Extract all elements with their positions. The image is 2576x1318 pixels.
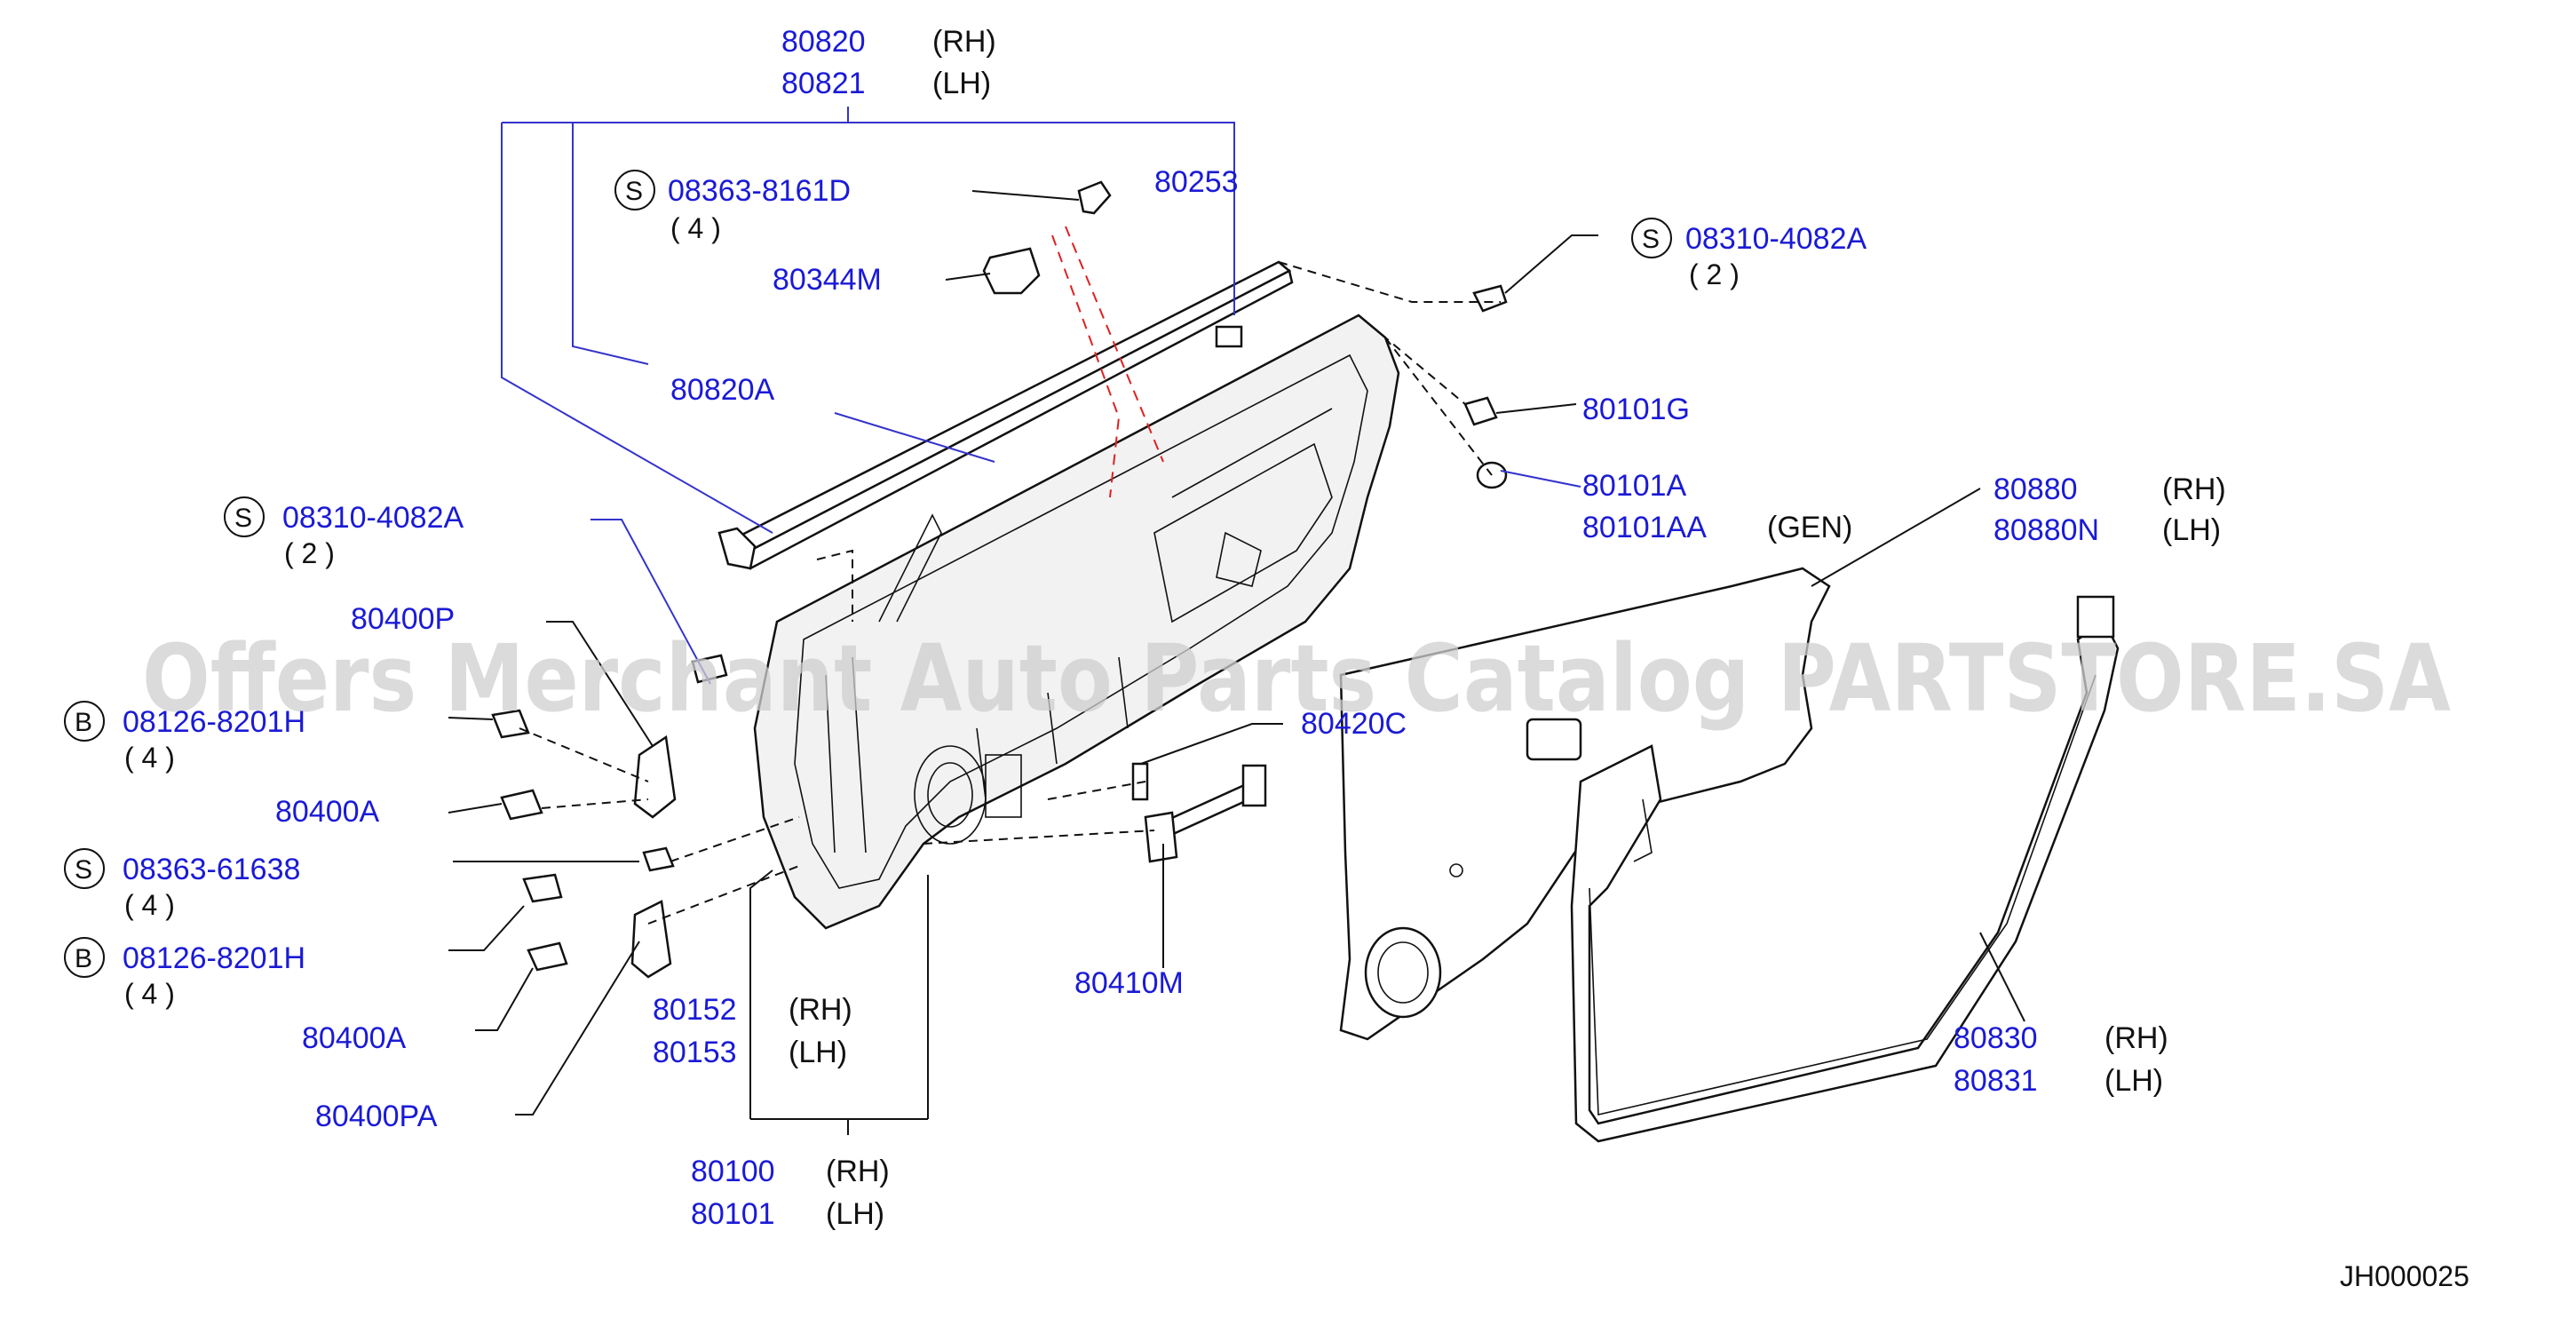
badge-circle <box>64 937 105 978</box>
side-80880n: (LH) <box>2162 513 2221 547</box>
watermark-text: Offers Merchant Auto Parts Catalog PARTS… <box>142 624 2451 733</box>
part-number-80830[interactable]: 80830 <box>1954 1021 2038 1055</box>
part-number-80880[interactable]: 80880 <box>1993 472 2078 506</box>
part-number-80101g[interactable]: 80101G <box>1582 393 1690 426</box>
part-number-80153[interactable]: 80153 <box>653 1036 737 1069</box>
side-80831: (LH) <box>2104 1064 2163 1098</box>
quantity-label: ( 4 ) <box>124 978 175 1010</box>
part-number-80101[interactable]: 80101 <box>691 1197 775 1231</box>
part-number-80400p[interactable]: 80400P <box>351 602 455 636</box>
quantity-label: ( 4 ) <box>124 742 175 774</box>
fastener-drawings <box>491 180 1508 979</box>
side-80153: (LH) <box>789 1036 847 1069</box>
part-number-80400a-lower[interactable]: 80400A <box>302 1021 407 1055</box>
side-80821: (LH) <box>932 67 991 100</box>
badge-circle <box>64 701 105 742</box>
part-number-08126-8201h-lower[interactable]: 08126-8201H <box>123 941 305 975</box>
part-number-80101aa[interactable]: 80101AA <box>1582 511 1707 544</box>
part-number-80101a[interactable]: 80101A <box>1582 469 1687 503</box>
quantity-label: ( 4 ) <box>670 212 721 244</box>
part-number-80831[interactable]: 80831 <box>1954 1064 2038 1098</box>
side-80101: (LH) <box>826 1197 884 1231</box>
part-number-08363-8161d[interactable]: 08363-8161D <box>668 174 851 208</box>
door-opening-weatherstrip-drawing <box>1570 595 2120 1143</box>
badge-letter: S <box>1642 225 1660 254</box>
quantity-label: ( 2 ) <box>1689 258 1740 290</box>
side-80100: (RH) <box>826 1155 890 1188</box>
part-number-80100[interactable]: 80100 <box>691 1155 775 1188</box>
side-80820: (RH) <box>932 25 996 59</box>
badge-letter: S <box>75 855 92 885</box>
part-number-80344m[interactable]: 80344M <box>773 263 882 297</box>
part-number-08310-4082a-left[interactable]: 08310-4082A <box>282 501 464 535</box>
badge-circle <box>64 848 105 889</box>
badge-letter: S <box>625 177 643 206</box>
quantity-label: ( 4 ) <box>124 889 175 921</box>
side-80880: (RH) <box>2162 472 2226 506</box>
badge-circle <box>614 170 655 210</box>
badge-letter: B <box>75 708 92 737</box>
quantity-label: ( 2 ) <box>284 537 335 569</box>
side-80101aa: (GEN) <box>1767 511 1852 544</box>
part-number-80152[interactable]: 80152 <box>653 993 737 1027</box>
diagram-code: JH000025 <box>2340 1260 2469 1292</box>
part-number-80400a-upper[interactable]: 80400A <box>275 795 380 829</box>
door-inner-panel-drawing <box>753 314 1400 930</box>
assembly-dashed-lines <box>519 226 1501 925</box>
badge-circle <box>1631 218 1672 258</box>
leader-lines <box>448 107 2025 1135</box>
callout-labels: 80820 (RH) 80821 (LH) S 08363-8161D ( 4 … <box>64 25 2469 1292</box>
part-number-80420c[interactable]: 80420C <box>1301 707 1407 741</box>
badge-letter: S <box>234 504 252 533</box>
part-number-08126-8201h-upper[interactable]: 08126-8201H <box>123 705 305 739</box>
part-number-08310-4082a-upper[interactable]: 08310-4082A <box>1685 222 1867 256</box>
side-80830: (RH) <box>2104 1021 2168 1055</box>
part-number-80820[interactable]: 80820 <box>781 25 866 59</box>
side-80152: (RH) <box>789 993 852 1027</box>
part-number-80880n[interactable]: 80880N <box>1993 513 2099 547</box>
part-number-08363-61638[interactable]: 08363-61638 <box>123 853 300 886</box>
badge-circle <box>224 496 265 537</box>
part-number-80400pa[interactable]: 80400PA <box>315 1100 438 1133</box>
part-number-80821[interactable]: 80821 <box>781 67 866 100</box>
part-number-80410m[interactable]: 80410M <box>1074 966 1184 1000</box>
badge-letter: B <box>75 944 92 973</box>
part-number-80253[interactable]: 80253 <box>1154 165 1239 199</box>
part-number-80820a[interactable]: 80820A <box>670 373 775 407</box>
